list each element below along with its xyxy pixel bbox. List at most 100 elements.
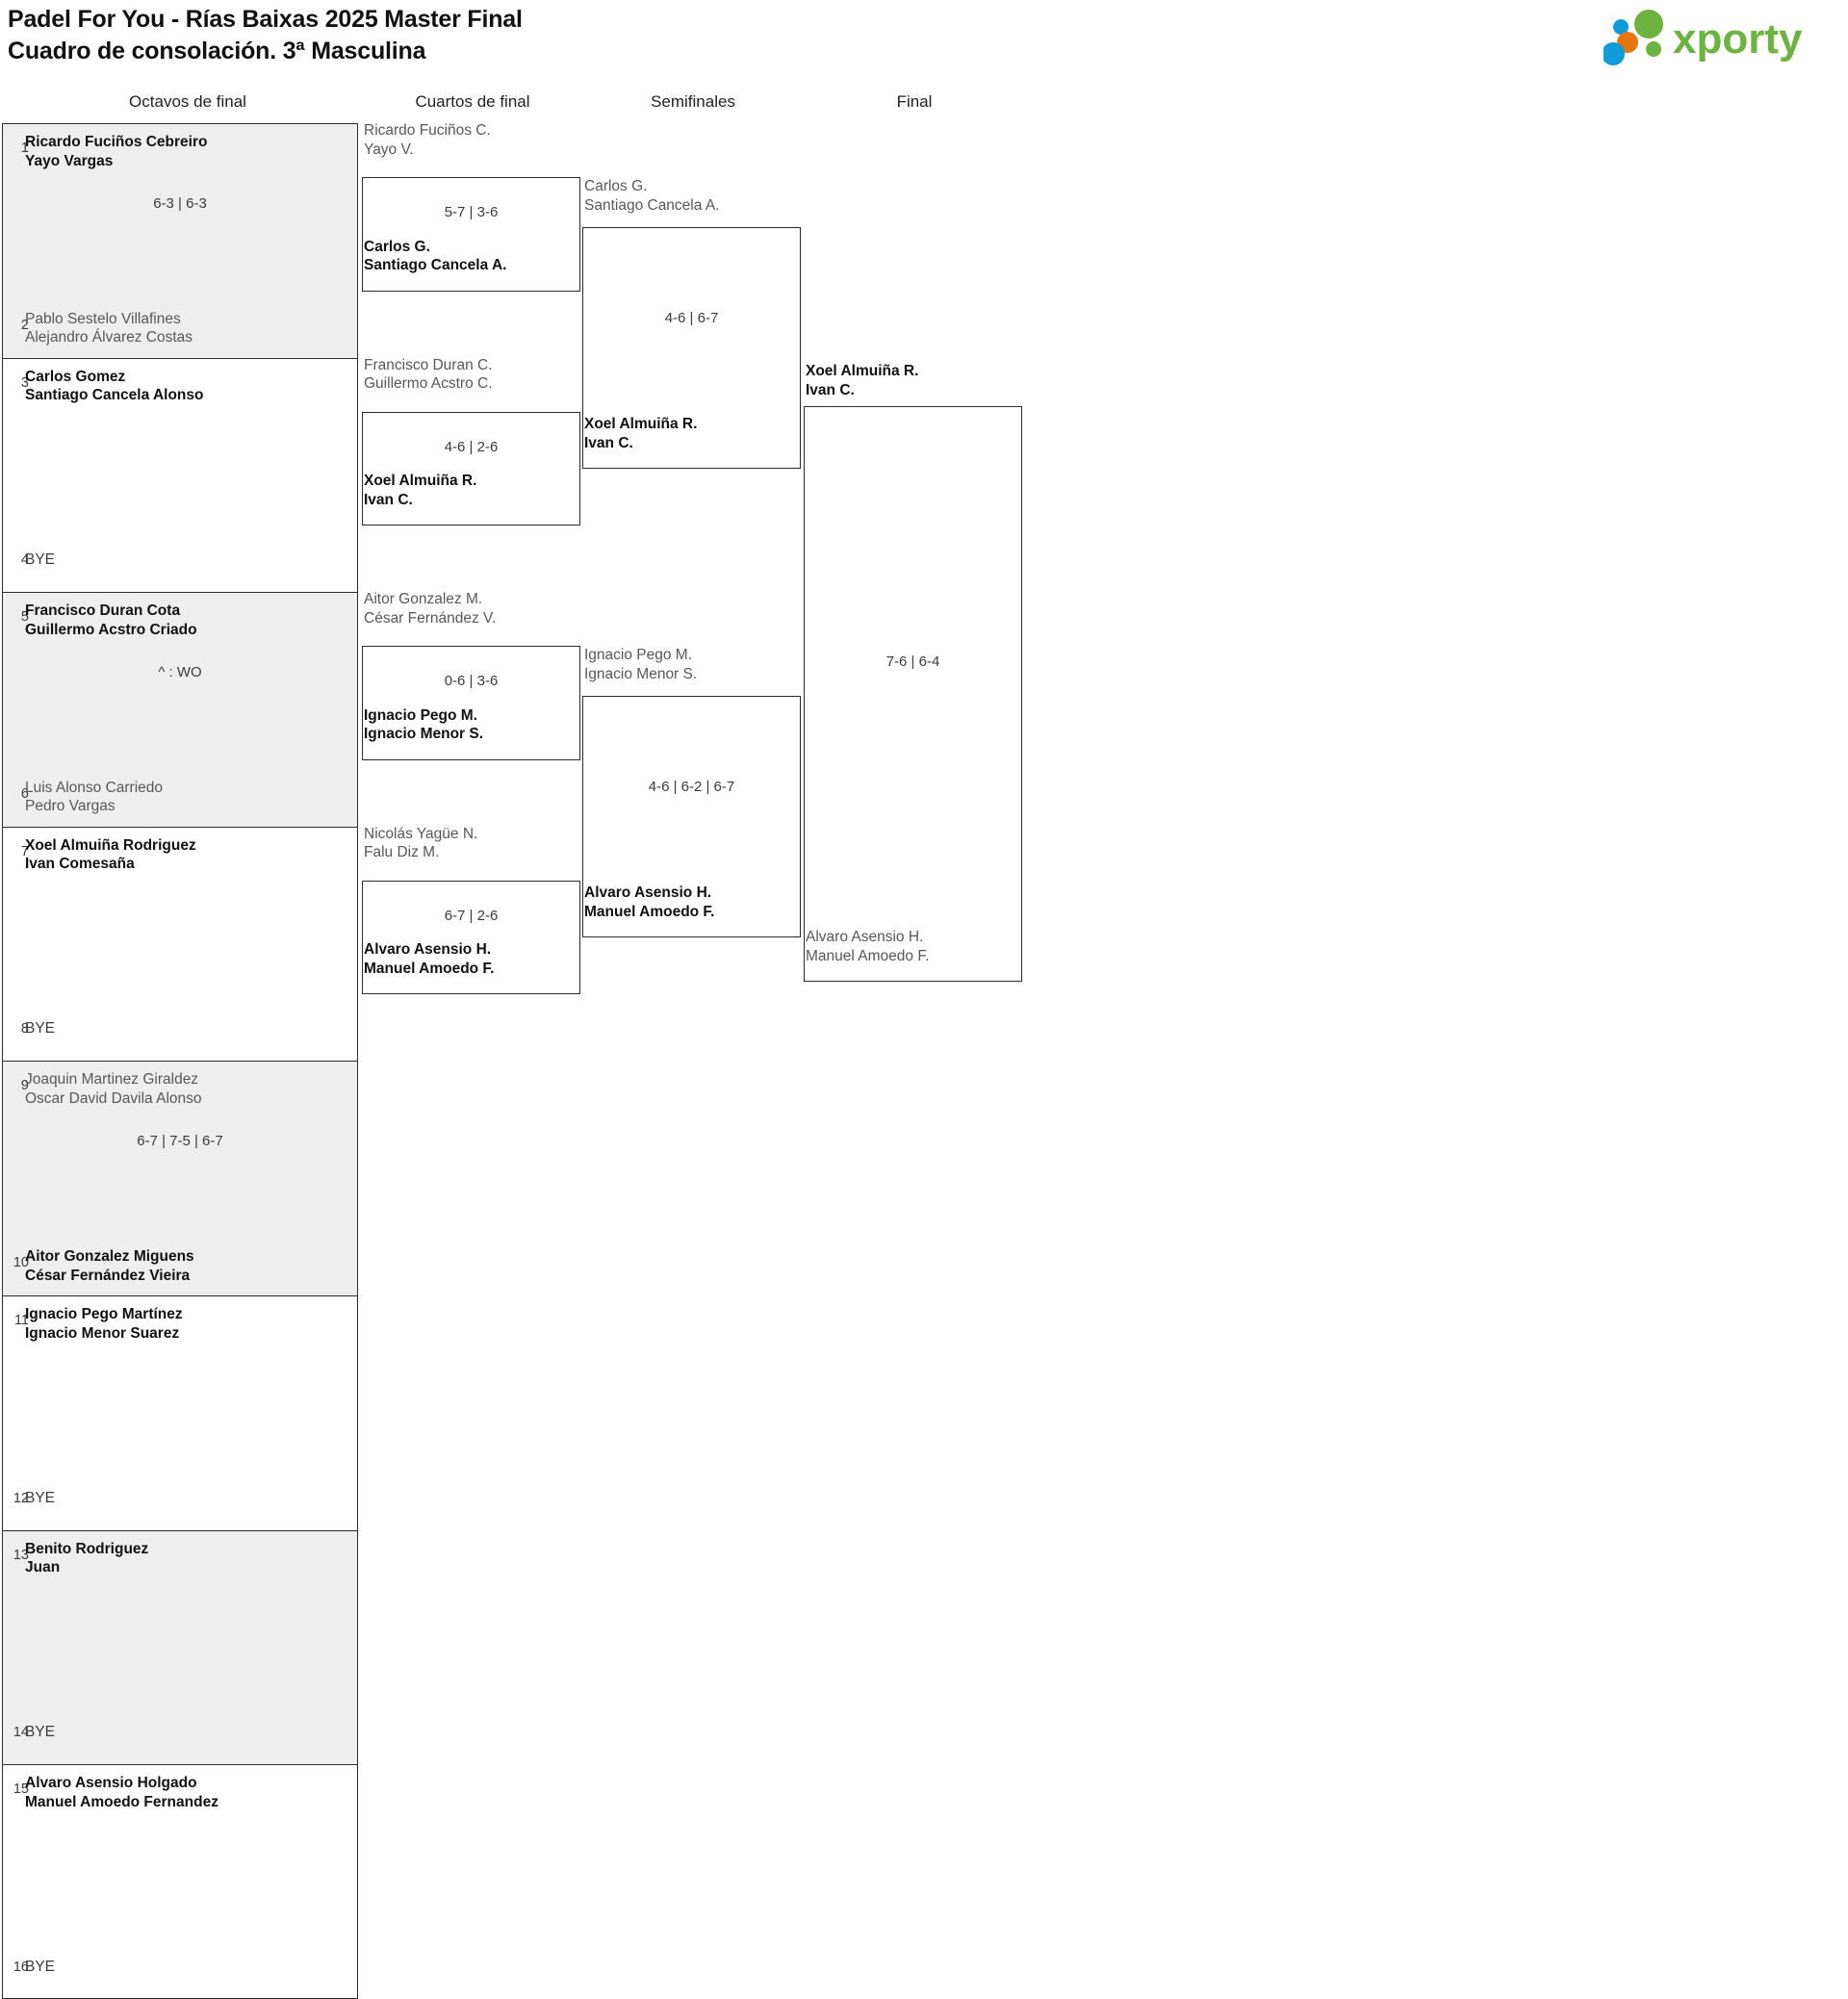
player-name: Ricardo Fuciños C. [364, 122, 491, 139]
seed-number: 10 [13, 1255, 29, 1270]
logo-dots [1604, 10, 1663, 65]
player-name: Ivan Comesaña [25, 856, 135, 873]
round2-team-bottom[interactable]: Xoel Almuiña R.Ivan C. [364, 472, 476, 509]
page-header: Padel For You - Rías Baixas 2025 Master … [0, 0, 1848, 75]
round3-team-bottom[interactable]: Alvaro Asensio H.Manuel Amoedo F. [584, 884, 715, 921]
player-name: Ivan C. [584, 434, 633, 451]
player-name: Alejandro Álvarez Costas [25, 329, 193, 346]
round1-score: ^ : WO [158, 664, 202, 680]
round1-match [2, 1295, 358, 1530]
seed-number: 2 [20, 317, 29, 333]
round2-team-top[interactable]: Nicolás Yagüe N.Falu Diz M. [364, 825, 477, 862]
round2-match-box [362, 880, 580, 995]
round2-score: 4-6 | 2-6 [444, 438, 499, 455]
final-team-top[interactable]: Xoel Almuiña R.Ivan C. [806, 362, 918, 399]
round2-team-top[interactable]: Ricardo Fuciños C. Yayo V. [364, 121, 491, 159]
round2-team-bottom[interactable]: Alvaro Asensio H.Manuel Amoedo F. [364, 940, 495, 978]
round1-score: 6-7 | 7-5 | 6-7 [137, 1133, 223, 1150]
player-name: Pablo Sestelo Villafines [25, 310, 181, 327]
player-name: Manuel Amoedo Fernandez [25, 1793, 218, 1810]
final-team-bottom[interactable]: Alvaro Asensio H. Manuel Amoedo F. [806, 928, 929, 965]
player-name: Yayo Vargas [25, 152, 114, 169]
player-name: Alvaro Asensio H. [806, 929, 924, 945]
round3-team-bottom[interactable]: Xoel Almuiña R.Ivan C. [584, 415, 697, 452]
player-name: Ignacio Menor S. [584, 665, 698, 682]
player-name: Santiago Cancela A. [584, 196, 720, 214]
player-name: Ignacio Menor Suarez [25, 1324, 180, 1342]
player-name: Xoel Almuiña R. [584, 416, 698, 433]
round3-team-top[interactable]: Ignacio Pego M.Ignacio Menor S. [584, 646, 697, 683]
player-name: Francisco Duran C. [364, 356, 493, 373]
round2-team-bottom[interactable]: Carlos G.Santiago Cancela A. [364, 238, 506, 275]
seed-number: 9 [20, 1078, 29, 1094]
title-line-2: Cuadro de consolación. 3ª Masculina [8, 38, 426, 64]
seed-number: 7 [20, 843, 29, 859]
round1-team: BYE [25, 1020, 56, 1038]
player-name: Pedro Vargas [25, 798, 116, 815]
seed-number: 11 [13, 1313, 29, 1328]
round1-match [2, 826, 358, 1062]
player-name: Carlos G. [584, 178, 648, 194]
player-name: Xoel Almuiña R. [364, 473, 477, 490]
xporty-logo: xporty [1604, 8, 1835, 67]
round2-team-top[interactable]: Francisco Duran C.Guillermo Acstro C. [364, 356, 493, 394]
final-score: 7-6 | 6-4 [886, 654, 940, 670]
round2-score: 5-7 | 3-6 [444, 204, 499, 220]
round3-match-box [582, 227, 801, 470]
round-header-octavos: Octavos de final [129, 92, 246, 111]
round2-team-bottom[interactable]: Ignacio Pego M.Ignacio Menor S. [364, 706, 483, 744]
player-name: Alvaro Asensio Holgado [25, 1775, 197, 1792]
round1-team: BYE [25, 551, 56, 569]
player-name: César Fernández Vieira [25, 1267, 191, 1284]
player-name: Ignacio Pego Martínez [25, 1306, 183, 1322]
player-name: Santiago Cancela Alonso [25, 387, 204, 404]
title-line-1: Padel For You - Rías Baixas 2025 Master … [8, 6, 523, 33]
player-name: Ivan C. [364, 491, 413, 508]
player-name: Xoel Almuiña R. [806, 363, 919, 379]
player-name: Ignacio Pego M. [584, 647, 693, 664]
round-header-final: Final [896, 92, 933, 111]
seed-number: 6 [20, 785, 29, 802]
player-name: Ricardo Fuciños Cebreiro [25, 134, 208, 150]
player-name: Falu Diz M. [364, 844, 440, 861]
player-name: Alvaro Asensio H. [584, 884, 712, 902]
player-name: Manuel Amoedo F. [584, 903, 715, 920]
player-name: Manuel Amoedo F. [806, 947, 930, 964]
round2-team-top[interactable]: Aitor Gonzalez M.César Fernández V. [364, 590, 496, 628]
round3-score: 4-6 | 6-7 [664, 309, 719, 326]
seed-number: 4 [20, 552, 29, 569]
player-name: Carlos Gomez [25, 368, 126, 385]
player-name: Aitor Gonzalez Miguens [25, 1248, 194, 1265]
round3-match-box [582, 696, 801, 938]
round1-score: 6-3 | 6-3 [153, 194, 207, 212]
logo-wordmark: xporty [1673, 15, 1803, 63]
player-name: Joaquin Martinez Giraldez [25, 1071, 199, 1089]
player-name: Manuel Amoedo F. [364, 960, 495, 977]
player-name: Yayo V. [364, 141, 414, 158]
round3-team-top[interactable]: Carlos G. Santiago Cancela A. [584, 177, 719, 215]
round1-match [2, 357, 358, 593]
round1-team: BYE [25, 1489, 56, 1506]
player-name: Carlos G. [364, 238, 430, 255]
player-name: Juan [25, 1559, 61, 1576]
round2-match-box [362, 411, 580, 526]
round1-team: BYE [25, 1724, 56, 1741]
round1-match [2, 123, 358, 358]
seed-number: 3 [20, 374, 29, 391]
player-name: Xoel Almuiña Rodriguez [25, 836, 196, 854]
round2-match-box [362, 646, 580, 760]
seed-number: 8 [20, 1021, 29, 1038]
player-name: Ignacio Menor S. [364, 726, 484, 743]
